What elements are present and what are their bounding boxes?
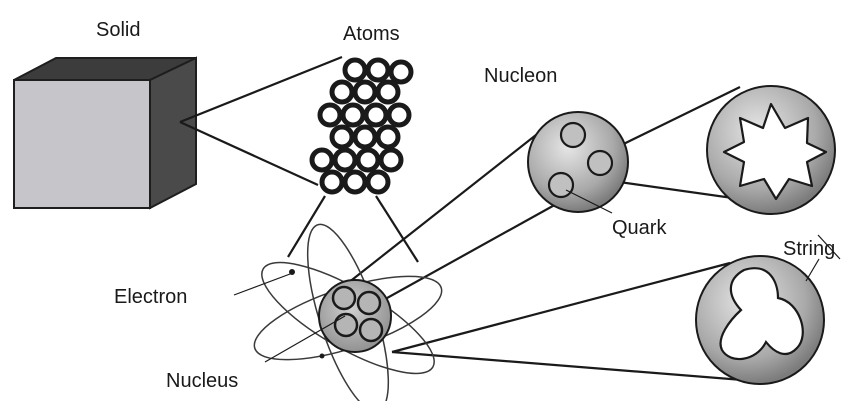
string-closed-loop [706,85,836,215]
zoom-lines-nucleus-to-nucleon [347,119,561,304]
zoom-lines-solid-to-atoms [179,55,343,187]
label-atoms: Atoms [343,23,400,45]
nucleus [318,279,392,353]
electron-dot-2 [319,353,325,359]
nucleon [527,111,629,213]
label-nucleon: Nucleon [484,65,557,87]
label-quark: Quark [612,217,667,239]
zoom-lines-atoms-to-atom [287,195,419,263]
atoms-cluster [309,57,414,195]
zoom-lines-nucleus-to-string [391,261,756,383]
label-solid: Solid [96,19,140,41]
electron-dot [289,269,295,275]
string-open-loop [695,255,825,385]
label-electron: Electron [114,286,187,308]
label-string: String [783,238,835,260]
label-nucleus: Nucleus [166,370,238,392]
solid-cube [13,56,197,210]
label-pointers [233,189,841,363]
